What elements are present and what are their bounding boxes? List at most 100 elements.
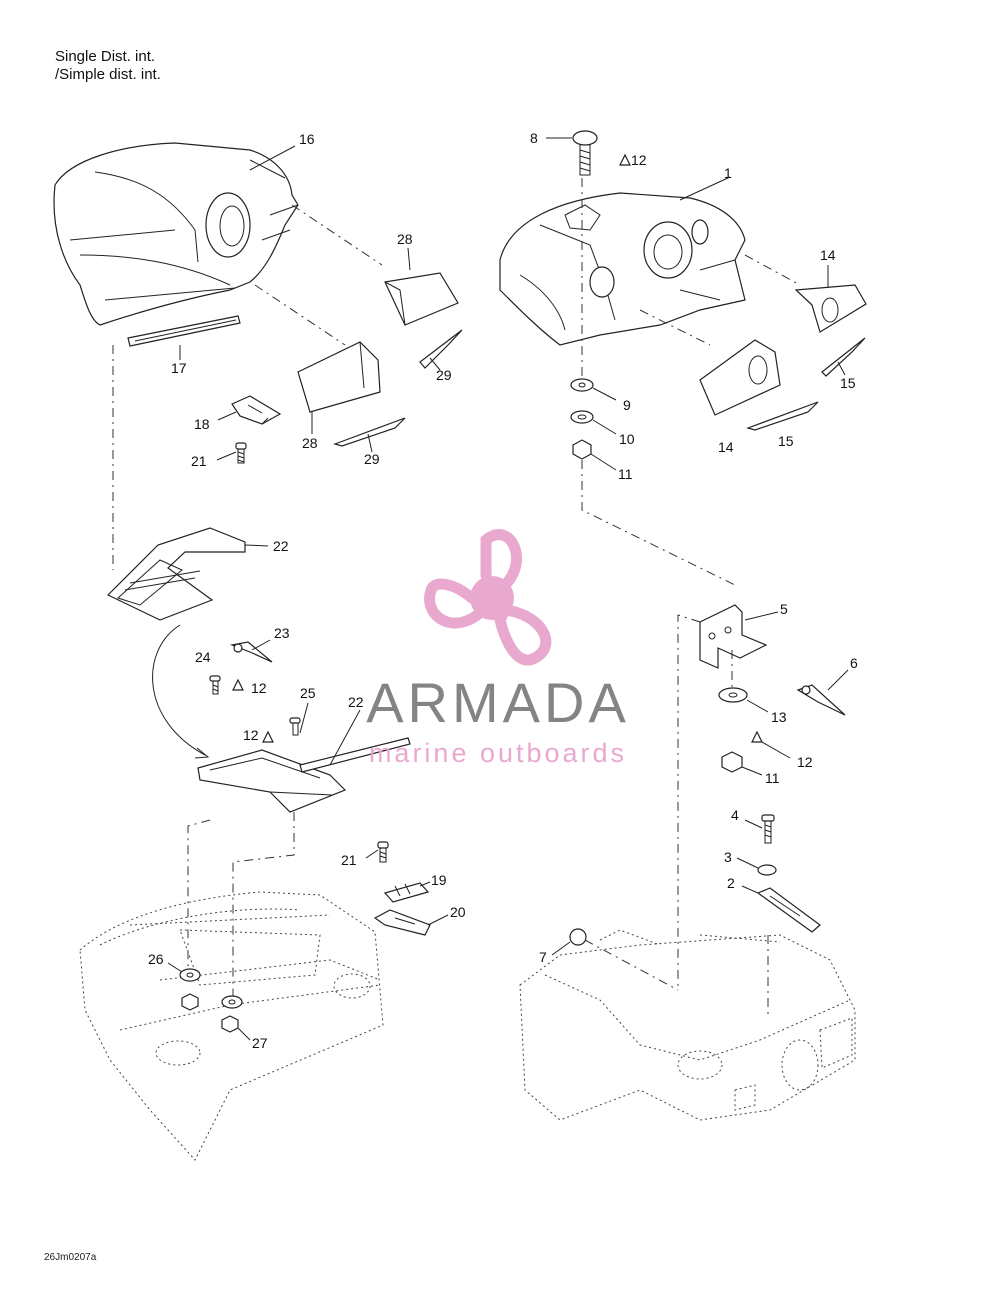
hull-right <box>519 929 856 1121</box>
callout-27: 27 <box>252 1035 268 1051</box>
washer-26-b <box>221 995 243 1009</box>
screw-4 <box>761 814 775 844</box>
callout-2: 2 <box>727 875 735 891</box>
callout-19: 19 <box>431 872 447 888</box>
plate-22-upper <box>106 527 246 621</box>
console-part-1 <box>499 192 746 346</box>
washer-26-a <box>179 968 201 982</box>
seal-29-upper <box>419 329 463 369</box>
callout-9: 9 <box>623 397 631 413</box>
leader-console1-right <box>744 254 801 286</box>
bracket-19 <box>383 882 430 903</box>
callout-11-upper: 11 <box>618 466 633 482</box>
callout-8: 8 <box>530 130 538 146</box>
cover-28-lower <box>297 341 381 413</box>
seal-15-lower <box>746 401 819 431</box>
screw-21-lower <box>377 841 389 863</box>
callout-22-lower: 22 <box>348 694 364 710</box>
callout-24: 24 <box>195 649 211 665</box>
watermark-brand: ARMADA <box>366 671 630 734</box>
callout-12-low: 12 <box>243 727 259 743</box>
callout-14-lower: 14 <box>718 439 734 455</box>
callout-28-lower: 28 <box>302 435 318 451</box>
bracket-18 <box>231 395 282 425</box>
leader-plate-down-2 <box>232 812 295 1000</box>
drawing-code: 26Jm0207a <box>44 1252 97 1263</box>
rivet-23 <box>229 641 273 663</box>
callout-7: 7 <box>539 949 547 965</box>
washer-10 <box>570 410 594 424</box>
callout-1: 1 <box>724 165 732 181</box>
screw-21-upper <box>235 442 247 464</box>
callout-16: 16 <box>299 131 315 147</box>
callout-12-mid: 12 <box>251 680 267 696</box>
clip-12-a <box>619 153 631 166</box>
callout-29-upper: 29 <box>436 367 452 383</box>
callout-12-right: 12 <box>797 754 813 770</box>
callout-15-upper: 15 <box>840 375 856 391</box>
callout-21-upper: 21 <box>191 453 207 469</box>
armada-watermark: ARMADA marine outboards <box>366 529 630 768</box>
callout-10: 10 <box>619 431 635 447</box>
callout-13: 13 <box>771 709 787 725</box>
propeller-logo <box>424 529 552 666</box>
rivet-6 <box>796 684 846 716</box>
bolt-8 <box>572 130 598 176</box>
diagram-header: Single Dist. int. /Simple dist. int. <box>55 48 161 84</box>
leader-plate-down-1 <box>187 819 211 975</box>
callout-6: 6 <box>850 655 858 671</box>
leader-console-to-lower-cover <box>254 284 346 346</box>
callout-leaders <box>167 137 849 1041</box>
callout-15-lower: 15 <box>778 433 794 449</box>
nut-27-b <box>221 1015 239 1033</box>
callout-11-lower: 11 <box>765 770 780 786</box>
leader-washer7 <box>584 939 679 991</box>
screw-25 <box>289 717 301 736</box>
callout-5: 5 <box>780 601 788 617</box>
bracket-20 <box>373 909 431 936</box>
callout-18: 18 <box>194 416 210 432</box>
arrow-curve <box>152 624 206 756</box>
cover-28-upper <box>384 272 459 326</box>
bracket-5 <box>699 604 768 669</box>
header-line-2: /Simple dist. int. <box>55 66 161 83</box>
header-line-1: Single Dist. int. <box>55 48 156 65</box>
leader-console1-lower <box>639 309 711 346</box>
callout-21-lower: 21 <box>341 852 357 868</box>
clip-12-c <box>262 730 274 743</box>
leader-console-to-covers <box>291 204 383 266</box>
washer-7 <box>569 928 587 946</box>
nut-27-a <box>181 993 199 1011</box>
nut-11-upper <box>572 439 592 460</box>
callout-20: 20 <box>450 904 466 920</box>
callout-22-upper: 22 <box>273 538 289 554</box>
callout-4: 4 <box>731 807 739 823</box>
callout-14-upper: 14 <box>820 247 836 263</box>
clip-12-b <box>232 678 244 691</box>
callout-29-lower: 29 <box>364 451 380 467</box>
cover-14-lower <box>699 339 781 416</box>
callout-12-top: 12 <box>631 152 647 168</box>
callout-labels: 16 28 17 29 18 28 21 29 8 12 1 14 15 9 1… <box>148 130 858 1051</box>
callout-25: 25 <box>300 685 316 701</box>
washer-3 <box>757 864 777 876</box>
strap-2 <box>756 887 821 933</box>
callout-26: 26 <box>148 951 164 967</box>
callout-17: 17 <box>171 360 187 376</box>
washer-9 <box>570 378 594 392</box>
nut-11-lower <box>721 751 743 773</box>
screw-24 <box>209 675 221 695</box>
seal-15-upper <box>821 337 866 377</box>
clip-12-d <box>751 730 763 743</box>
washer-13 <box>718 687 748 703</box>
callout-23: 23 <box>274 625 290 641</box>
hull-left <box>79 891 384 1161</box>
leader-nut-to-bracket <box>581 460 736 586</box>
leader-bracket5-left <box>677 614 701 990</box>
cover-14-upper <box>794 284 867 333</box>
seal-29-lower <box>333 417 406 447</box>
plate-22-lower <box>197 737 411 813</box>
callout-28-upper: 28 <box>397 231 413 247</box>
